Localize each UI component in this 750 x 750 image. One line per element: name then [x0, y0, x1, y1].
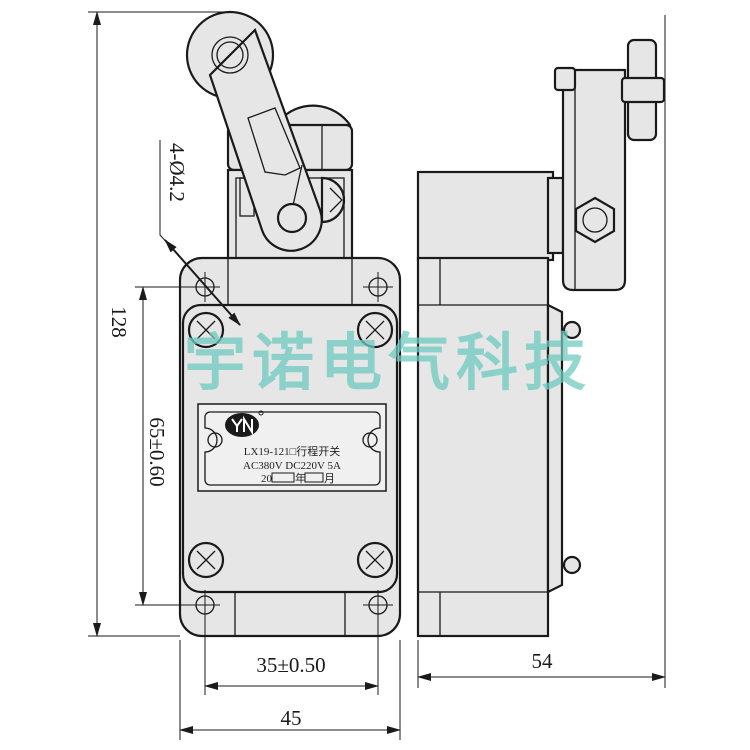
dim-hole-spec: 4-Ø4.2: [165, 143, 189, 202]
cover-screws: [187, 311, 394, 579]
dim-width-45: 45: [281, 706, 302, 730]
dim-width-54: 54: [532, 649, 554, 673]
model-text: LX19-121□行程开关: [244, 444, 340, 458]
side-lever: [561, 68, 627, 292]
rating-text: AC380V DC220V 5A: [243, 460, 341, 472]
month-label: 月: [324, 473, 335, 485]
dim-hole-vertical: 65±0.60: [145, 417, 169, 486]
watermark: 宇诺电气科技: [184, 326, 592, 399]
front-view: LX19-121□行程开关 AC380V DC220V 5A 20 年 月: [178, 10, 402, 638]
nameplate: LX19-121□行程开关 AC380V DC220V 5A 20 年 月: [197, 403, 387, 492]
side-view: [416, 38, 666, 638]
lever-arm: [208, 27, 323, 252]
hex-bolt: [574, 196, 616, 244]
brand-logo: [225, 413, 259, 437]
date-prefix: 20: [261, 473, 273, 485]
dimensions: 128 65±0.60 35±0.50 45 54 4-Ø4.2: [88, 11, 666, 740]
dim-height-128: 128: [107, 306, 131, 338]
dim-hole-horizontal: 35±0.50: [256, 653, 325, 677]
year-label: 年: [295, 471, 306, 485]
